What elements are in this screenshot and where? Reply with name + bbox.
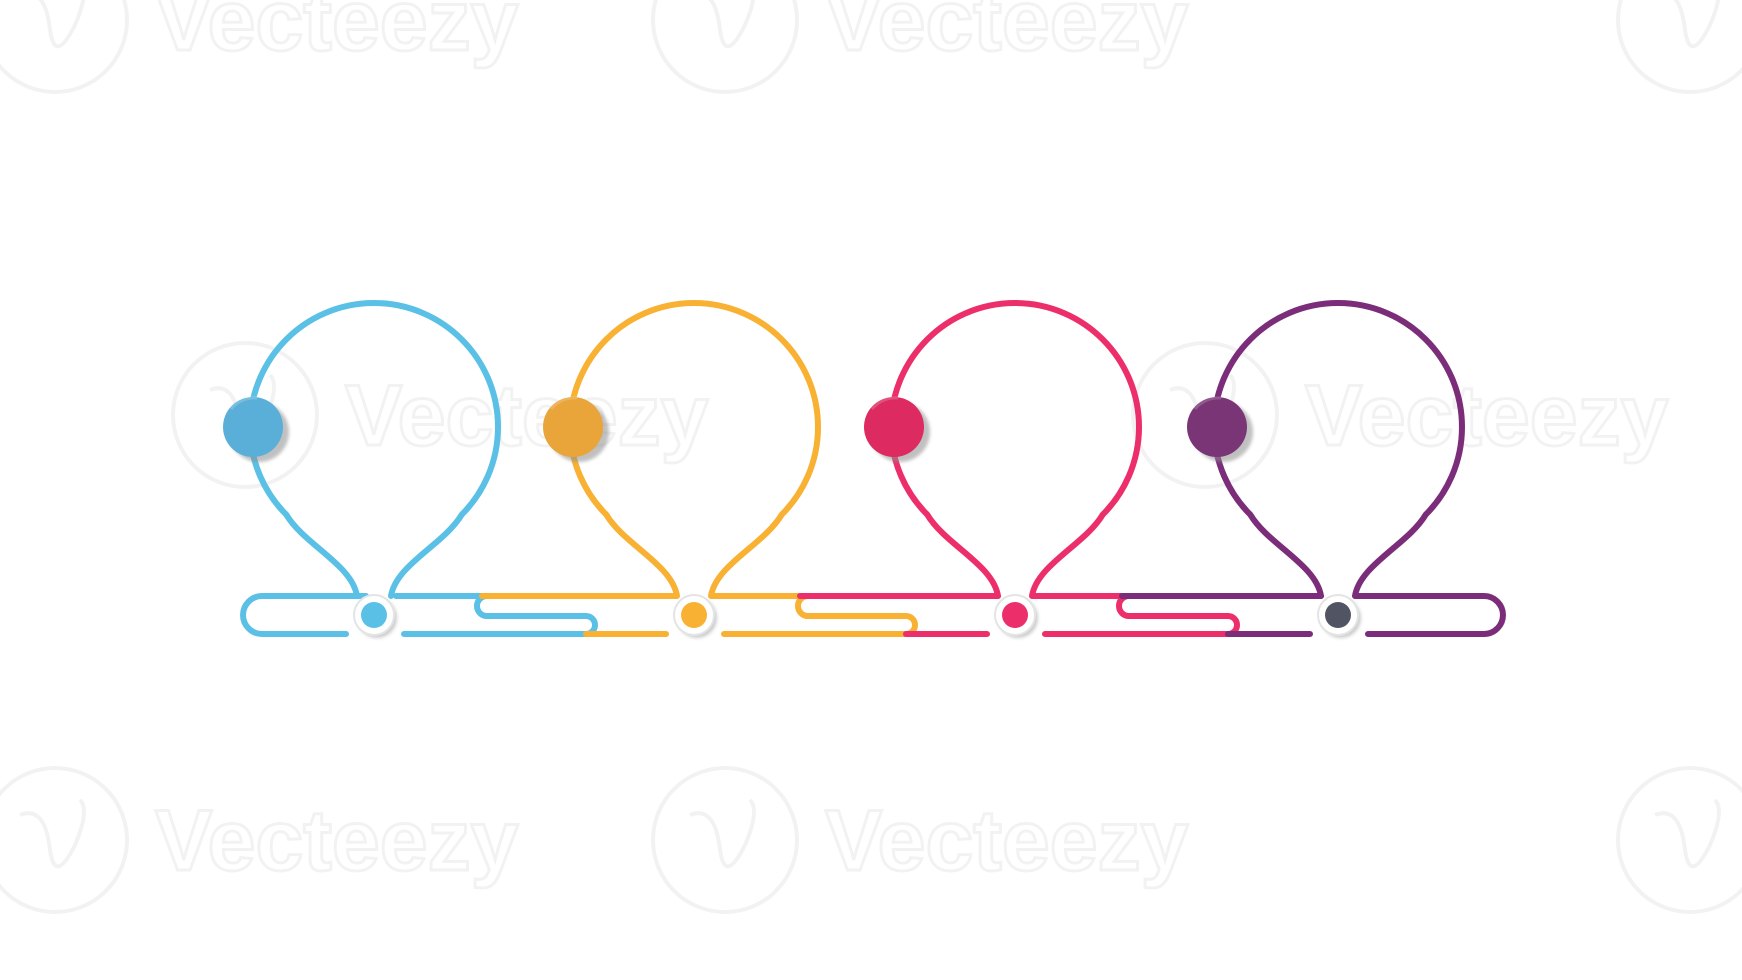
step-marker-4	[1187, 396, 1253, 462]
timeline-band	[240, 593, 1506, 637]
step-node-3	[994, 594, 1038, 638]
band-segment-1	[240, 593, 598, 637]
vecteezy-logo-icon	[1616, 0, 1742, 94]
watermark: Vecteezy	[651, 766, 1190, 914]
step-node-2	[673, 594, 717, 638]
step-markers	[223, 396, 1361, 638]
step-node-dot	[681, 602, 707, 628]
step-node-dot	[1325, 602, 1351, 628]
vecteezy-logo-icon	[651, 766, 799, 914]
watermark: Vecteezy	[651, 0, 1190, 94]
watermark-text: Vecteezy	[1305, 368, 1669, 464]
watermark: Vecteezy	[0, 766, 520, 914]
step-marker-3	[864, 396, 930, 462]
step-marker-circle	[223, 397, 283, 457]
band-segment-3	[797, 593, 1240, 637]
watermark-text: Vecteezy	[155, 0, 519, 69]
watermark-text: Vecteezy	[155, 793, 519, 889]
watermark: Vecteezy	[1616, 0, 1742, 94]
watermark-text: Vecteezy	[345, 368, 709, 464]
watermark: Vecteezy	[0, 0, 520, 94]
bulb-outline-3	[888, 300, 1142, 599]
watermark-text: Vecteezy	[825, 0, 1189, 69]
band-segment-2	[479, 593, 918, 637]
step-marker-1	[223, 396, 289, 462]
step-node-1	[353, 594, 397, 638]
step-node-dot	[361, 602, 387, 628]
watermark: Vecteezy	[1616, 766, 1742, 914]
band-segment-4	[1119, 593, 1506, 637]
step-node-dot	[1002, 602, 1028, 628]
step-marker-2	[543, 396, 609, 462]
vecteezy-logo-icon	[651, 0, 799, 94]
vecteezy-logo-icon	[0, 766, 129, 914]
step-marker-circle	[864, 397, 924, 457]
vecteezy-logo-icon	[1616, 766, 1742, 914]
bulb-outlines	[247, 300, 1465, 599]
vecteezy-logo-icon	[0, 0, 129, 94]
step-marker-circle	[1187, 397, 1247, 457]
step-node-4	[1317, 594, 1361, 638]
step-marker-circle	[543, 397, 603, 457]
watermark-text: Vecteezy	[825, 793, 1189, 889]
